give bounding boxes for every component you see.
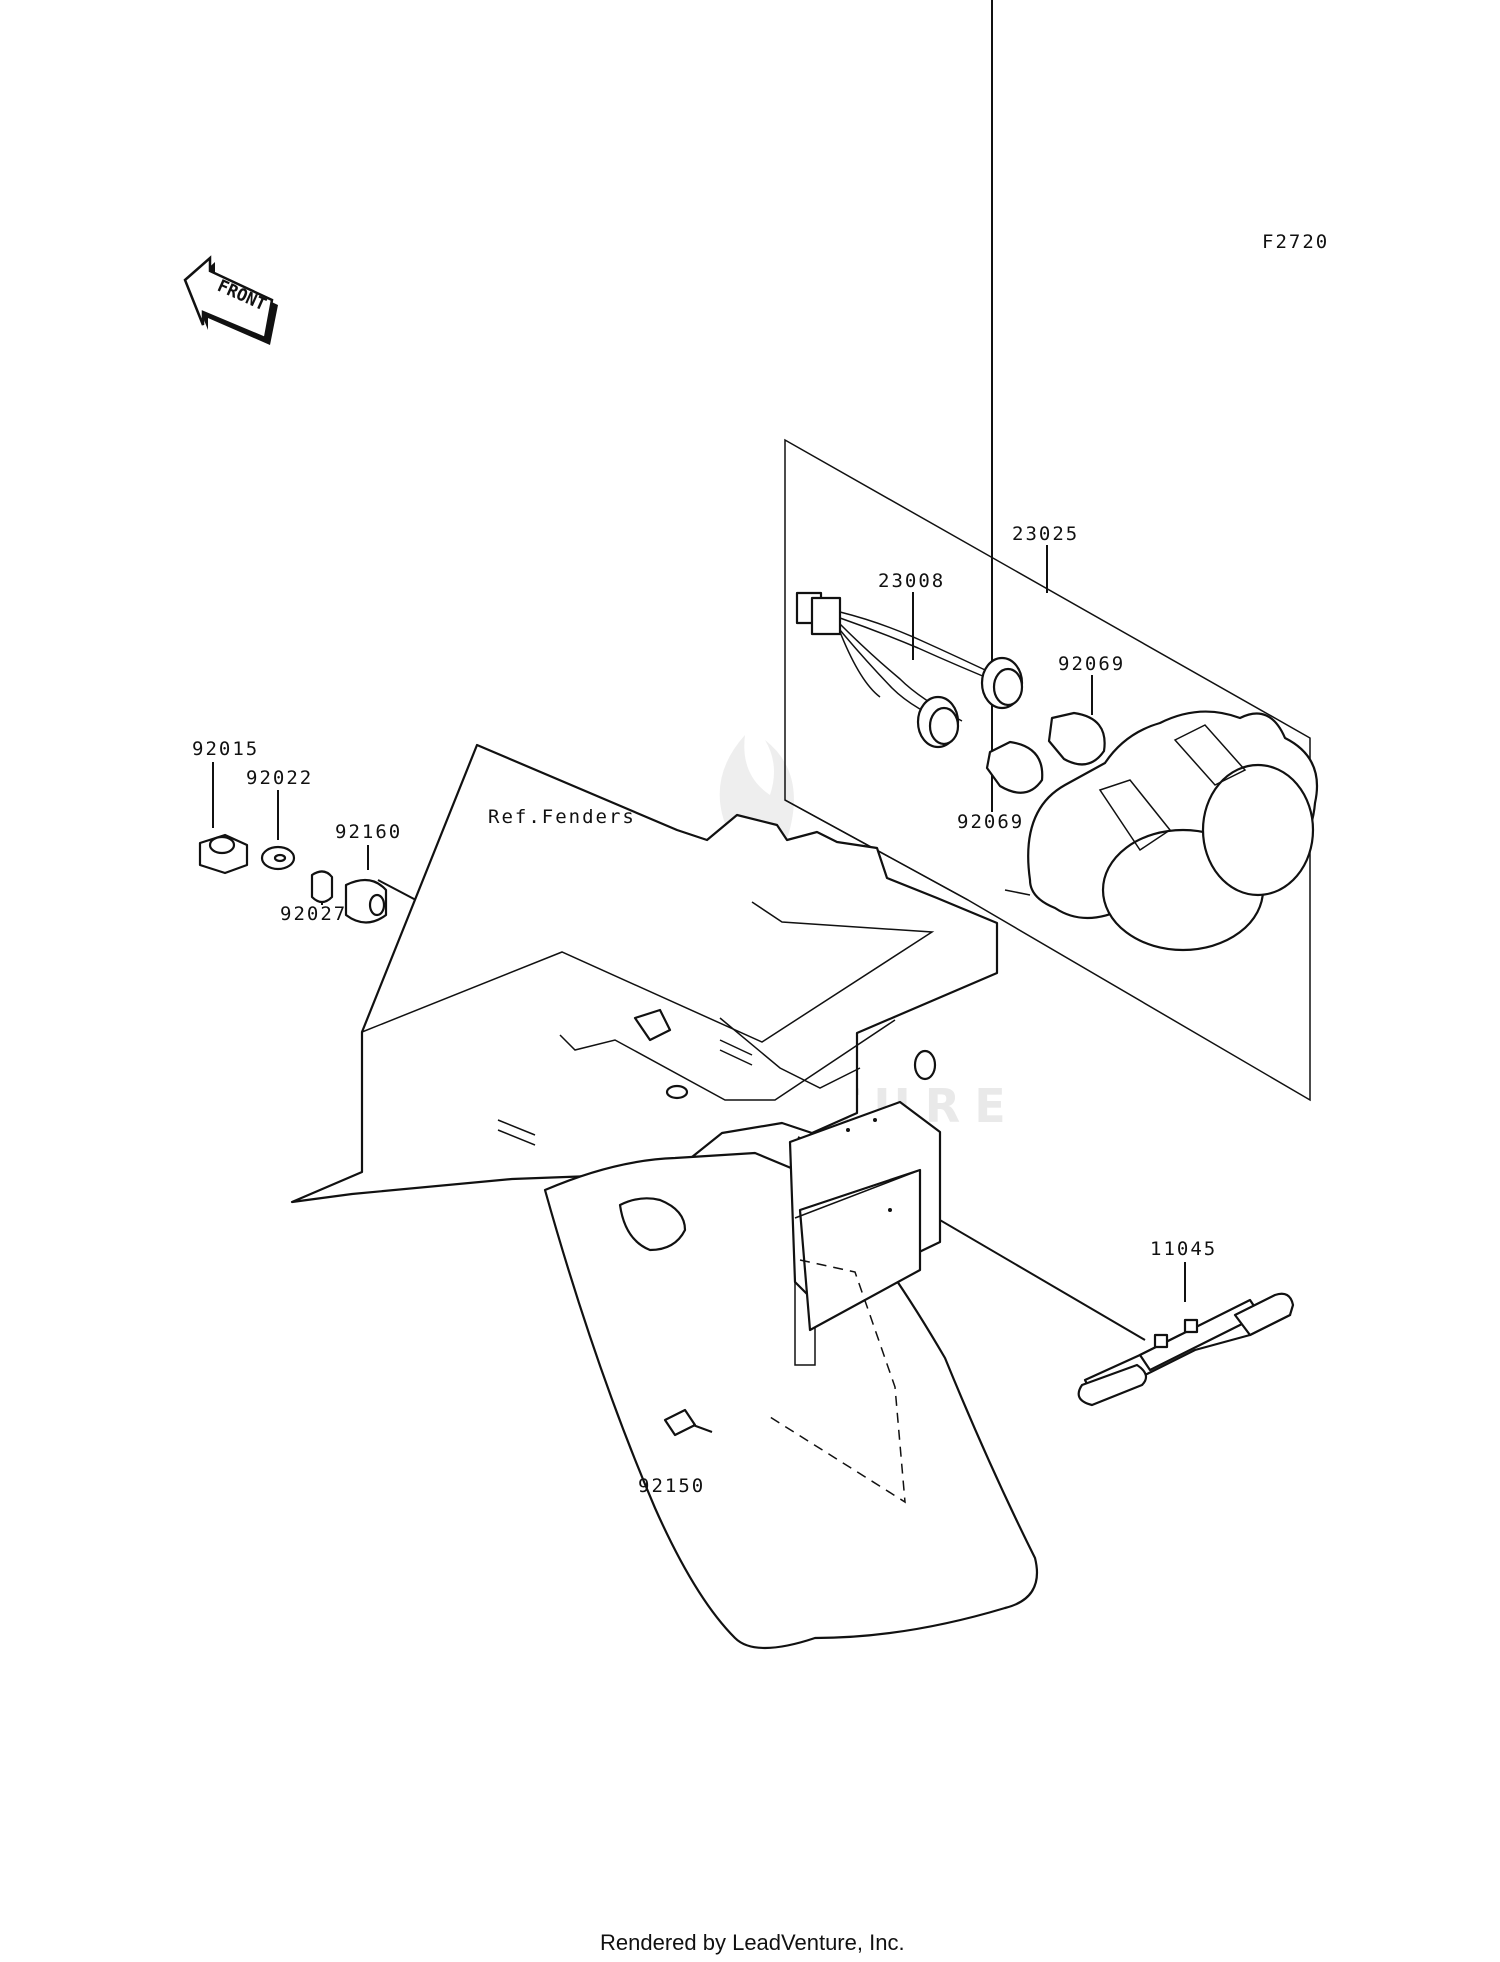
callout-92160: 92160 [335,821,402,843]
callout-ref-fenders: Ref.Fenders [488,806,636,828]
tail-light-housing [1004,710,1319,952]
callout-92027: 92027 [280,903,347,925]
callout-11045: 11045 [1150,1238,1217,1260]
callout-23025: 23025 [1012,523,1079,545]
grommet-92160 [344,878,388,924]
bolt-92150 [663,1408,713,1437]
callout-92150: 92150 [638,1475,705,1497]
washer-92022 [260,845,296,871]
diagram-code: F2720 [1262,231,1329,253]
front-arrow-icon: FRONT [183,255,278,345]
callout-92069-lower: 92069 [957,811,1024,833]
inner-fender [290,743,999,1204]
collar-92027 [310,870,334,904]
callout-92015: 92015 [192,738,259,760]
callout-92022: 92022 [246,767,313,789]
callout-92069-upper: 92069 [1058,653,1125,675]
footer-credit: Rendered by LeadVenture, Inc. [600,1930,905,1955]
license-bracket-11045 [1077,1292,1295,1407]
rear-fender [543,1100,1039,1650]
callout-23008: 23008 [878,570,945,592]
bulb-icon [985,711,1106,794]
wiring-harness-23008 [795,591,1024,749]
nut-92015 [198,833,249,875]
